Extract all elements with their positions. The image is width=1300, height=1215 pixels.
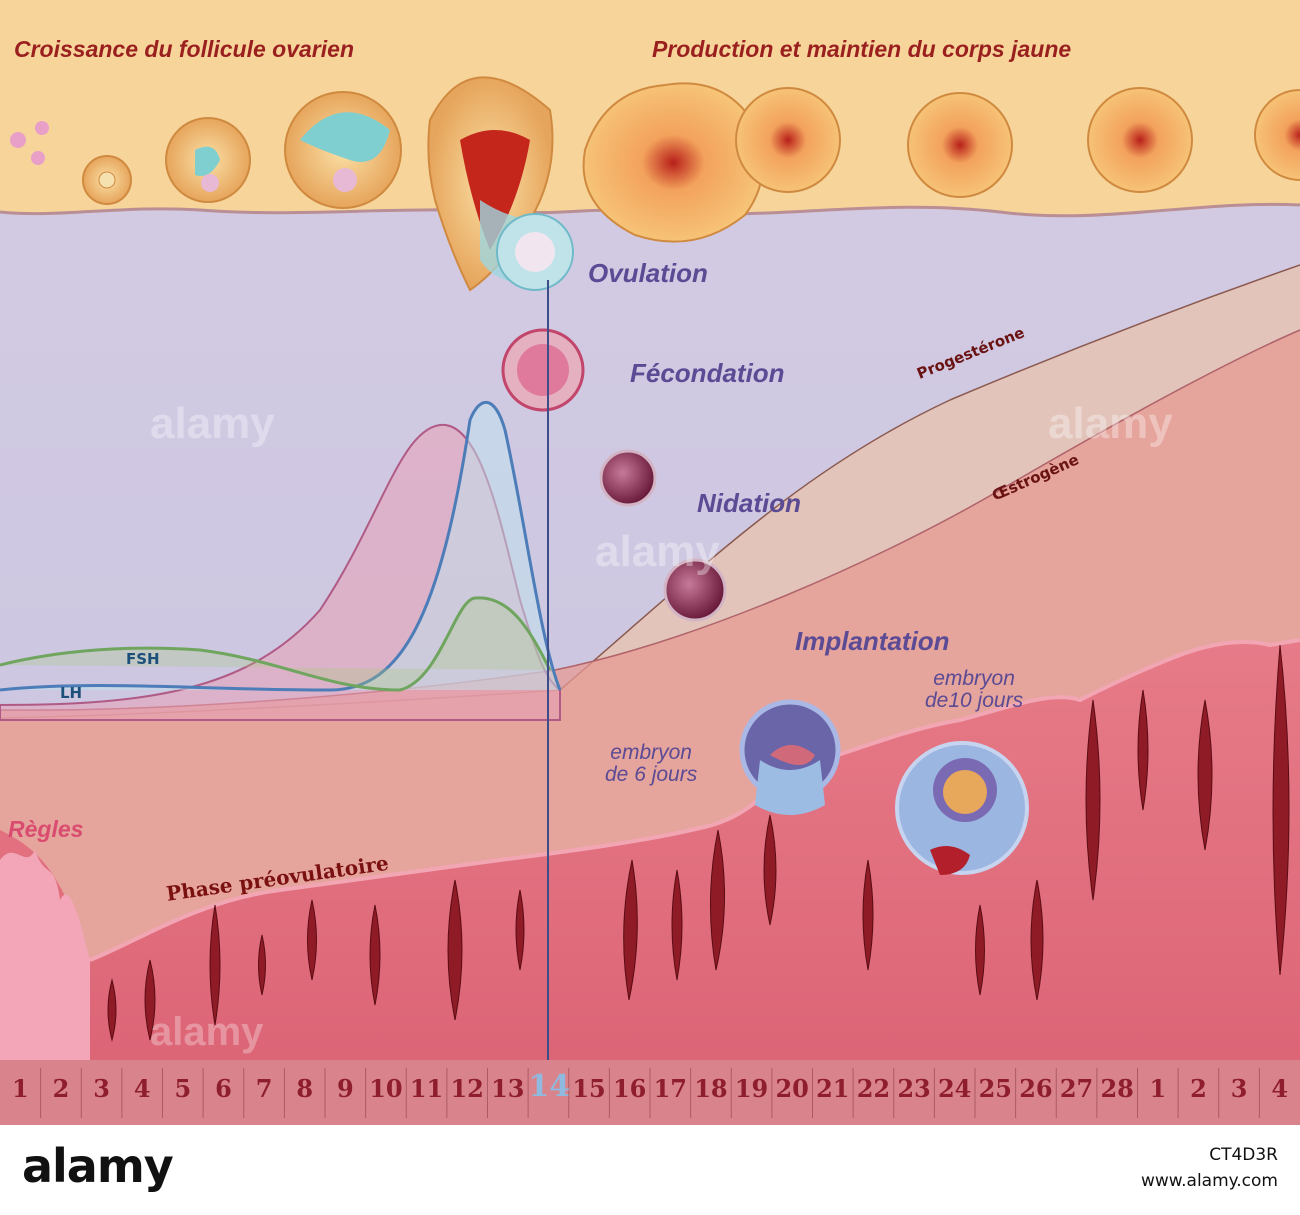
morula-early	[599, 449, 657, 507]
day-label-1: 1	[11, 1074, 29, 1103]
watermark-4: alamy	[150, 1010, 264, 1054]
day-label-24: 24	[937, 1074, 972, 1103]
day-label-31: 3	[1230, 1074, 1248, 1103]
day-label-16: 16	[612, 1074, 647, 1103]
day-label-13: 13	[491, 1074, 525, 1103]
fsh-label: FSH	[126, 650, 160, 668]
menstrual-shedding	[0, 850, 90, 1060]
watermark-1: alamy	[150, 399, 275, 448]
lh-blue-curve	[0, 400, 562, 692]
regles-label: Règles	[8, 816, 84, 842]
day-label-25: 25	[978, 1074, 1013, 1103]
day-label-14: 14	[528, 1069, 571, 1104]
stock-image-id: CT4D3R	[1209, 1145, 1278, 1165]
embryo-10-days-line1: embryon	[933, 667, 1015, 690]
day-label-9: 9	[336, 1074, 354, 1103]
day-label-7: 7	[255, 1074, 273, 1103]
day-label-3: 3	[93, 1074, 110, 1103]
day-label-26: 26	[1019, 1074, 1053, 1103]
embryo-10-days-label: embryon de10 jours	[925, 667, 1024, 713]
embryo-10-days	[895, 741, 1029, 875]
day-label-23: 23	[897, 1074, 931, 1103]
day-label-27: 27	[1059, 1074, 1094, 1103]
corpus-luteum-title: Production et maintien du corps jaune	[652, 36, 1072, 62]
day-label-5: 5	[174, 1074, 192, 1103]
day-label-15: 15	[572, 1074, 606, 1103]
day-label-18: 18	[694, 1074, 728, 1103]
lh-label: LH	[60, 684, 83, 702]
ovulation-label: Ovulation	[588, 258, 708, 288]
day-label-29: 1	[1149, 1074, 1167, 1103]
day-label-2: 2	[52, 1074, 70, 1103]
ovum-released	[496, 213, 574, 291]
day-label-21: 21	[816, 1074, 850, 1103]
stock-site: www.alamy.com	[1140, 1170, 1278, 1191]
day-label-17: 17	[653, 1074, 688, 1103]
follicle-growth-title: Croissance du follicule ovarien	[14, 36, 354, 62]
embryo-10-days-line2: de10 jours	[925, 689, 1024, 713]
morula-late	[663, 558, 727, 622]
implantation-label: Implantation	[795, 626, 950, 656]
fecondation-label: Fécondation	[630, 358, 785, 388]
day-label-8: 8	[296, 1074, 314, 1103]
fsh-curve	[0, 596, 552, 692]
day-label-11: 11	[409, 1074, 444, 1103]
day-label-22: 22	[856, 1074, 891, 1103]
day-label-28: 28	[1100, 1074, 1134, 1103]
nidation-label: Nidation	[697, 488, 801, 518]
embryo-6-days-line1: embryon	[610, 741, 692, 764]
alamy-logo: alamy	[22, 1139, 174, 1193]
day-separators	[40, 1068, 1260, 1118]
stock-image-info: CT4D3R www.alamy.com	[1141, 1143, 1278, 1194]
cycle-illustration	[0, 0, 1300, 1125]
watermark-2: alamy	[595, 527, 720, 576]
uterine-glands	[107, 644, 1290, 1042]
day-label-32: 4	[1271, 1074, 1289, 1103]
fertilized-egg	[501, 328, 585, 412]
embryo-6-days	[739, 699, 841, 815]
day-label-30: 2	[1190, 1074, 1207, 1103]
corpus-luteum	[582, 82, 1300, 243]
embryo-6-days-line2: de 6 jours	[605, 763, 698, 787]
stock-footer: alamy CT4D3R www.alamy.com	[0, 1125, 1300, 1215]
embryo-6-days-label: embryon de 6 jours	[605, 741, 698, 787]
day-label-19: 19	[734, 1074, 769, 1103]
day-label-12: 12	[450, 1074, 484, 1103]
day-label-10: 10	[369, 1074, 403, 1103]
day-label-4: 4	[133, 1074, 151, 1103]
day-label-20: 20	[775, 1074, 809, 1103]
watermark-3: alamy	[1048, 399, 1173, 448]
day-label-6: 6	[215, 1074, 232, 1103]
